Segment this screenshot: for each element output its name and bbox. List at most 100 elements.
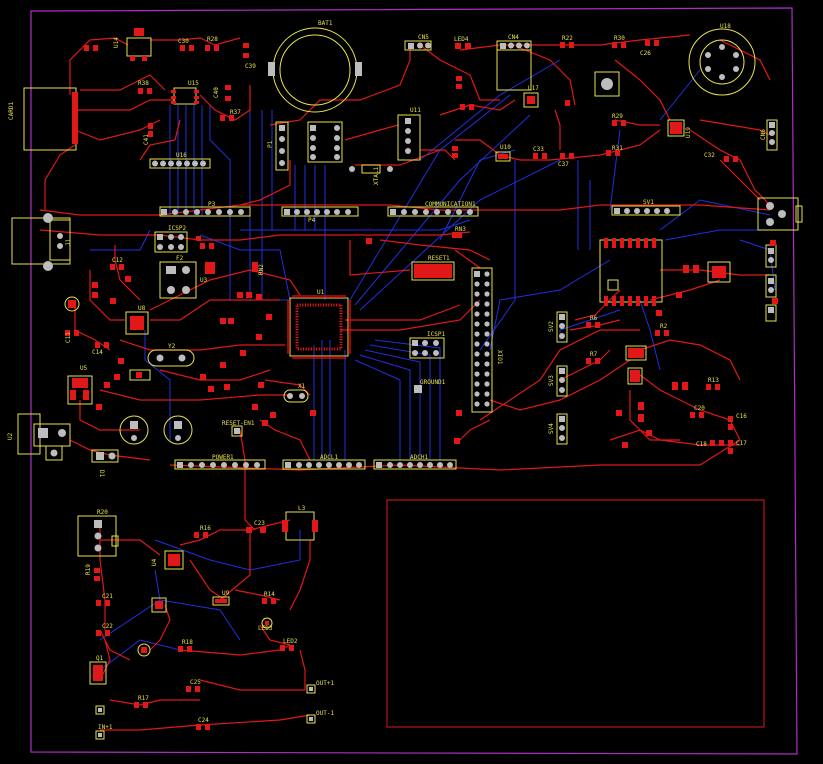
header-xio1: XIO1 bbox=[471, 267, 503, 413]
res-r22: R22 bbox=[560, 35, 574, 48]
r16-label: R16 bbox=[200, 525, 211, 532]
cn5-label: CN5 bbox=[418, 34, 429, 41]
header-power1: POWER1 bbox=[174, 454, 266, 470]
connector-u11: U11 bbox=[397, 107, 421, 161]
l3-label: L3 bbox=[298, 505, 306, 512]
crystal-xtal1: XTAL1 bbox=[349, 164, 393, 185]
jack-right bbox=[757, 197, 803, 231]
cap-c17: C17 bbox=[728, 440, 747, 454]
r17-label: R17 bbox=[138, 695, 149, 702]
res-r29: R29 bbox=[612, 113, 626, 126]
socket-u18: U18 bbox=[688, 23, 756, 96]
res-r16: R16 bbox=[194, 525, 211, 538]
u5-label: U5 bbox=[80, 365, 88, 372]
r13-label: R13 bbox=[708, 377, 719, 384]
diode-left-small bbox=[129, 369, 151, 381]
sv4-label: SV4 bbox=[548, 423, 555, 434]
out-plus-label: OUT+1 bbox=[316, 680, 334, 687]
r30-label: R30 bbox=[614, 35, 625, 42]
c33-label: C33 bbox=[533, 146, 544, 153]
chip-u4-module bbox=[599, 238, 663, 306]
u15-label: U15 bbox=[188, 80, 199, 87]
res-r6: R6 bbox=[586, 315, 600, 328]
cap-c41: C41 bbox=[143, 123, 153, 145]
res-r14: R14 bbox=[262, 591, 276, 604]
res-r18: R18 bbox=[178, 639, 193, 652]
u3-label: U3 bbox=[200, 277, 208, 284]
led-led4: LED4 bbox=[454, 36, 471, 49]
testpoint-in-minus bbox=[95, 705, 105, 715]
battery-bat1: BAT1 bbox=[268, 20, 362, 113]
cap-c32: C32 bbox=[704, 152, 738, 162]
c25-label: C25 bbox=[190, 679, 201, 686]
cap-c16: C16 bbox=[728, 413, 747, 430]
c40-label: C40 bbox=[213, 87, 220, 98]
led4-label: LED4 bbox=[454, 36, 469, 43]
board-outline bbox=[30, 7, 798, 755]
r19-label: R19 bbox=[85, 564, 92, 575]
header-adch1: ADCH1 bbox=[373, 454, 457, 470]
chip-u9: U9 bbox=[212, 590, 230, 606]
cn6-label: CN6 bbox=[760, 129, 767, 140]
rn2-label: RN2 bbox=[258, 264, 265, 275]
chip-u14: U14 bbox=[113, 28, 152, 61]
jumper-reset-en1: RESET-EN1 bbox=[222, 420, 255, 437]
p4-label: P4 bbox=[308, 217, 316, 224]
connector-cn4: CN4 bbox=[496, 34, 532, 91]
r18-label: R18 bbox=[182, 639, 193, 646]
led-led3: LED3 bbox=[258, 617, 273, 632]
connector-right-stack bbox=[765, 244, 777, 322]
xio1-label: XIO1 bbox=[496, 350, 503, 365]
c14-label: C14 bbox=[92, 349, 103, 356]
u18-label: U18 bbox=[720, 23, 731, 30]
chip-u9-right bbox=[627, 367, 643, 385]
communication1-label: COMMUNICATION1 bbox=[425, 201, 476, 208]
electrolytic-caps bbox=[119, 415, 193, 445]
pot-r9 bbox=[594, 71, 620, 97]
cap-c33: C33 bbox=[533, 146, 547, 159]
card1-label: CARD1 bbox=[8, 102, 15, 120]
cap-c11: C11 bbox=[65, 330, 79, 343]
chip-u6 bbox=[625, 345, 647, 361]
u9-label: U9 bbox=[222, 590, 230, 597]
bat1-label: BAT1 bbox=[318, 20, 333, 27]
r38-label: R38 bbox=[138, 80, 149, 87]
res-r3 bbox=[200, 243, 214, 249]
fuse-f2: F2 bbox=[159, 255, 197, 299]
cap-c12: C12 bbox=[110, 257, 124, 270]
cap-c14: C14 bbox=[92, 342, 109, 356]
sv3-label: SV3 bbox=[548, 375, 555, 386]
u1-label: U1 bbox=[317, 289, 325, 296]
resnet-rn3: RN3 bbox=[452, 226, 466, 238]
cap-c20: C20 bbox=[690, 405, 705, 418]
chip-u8: U8 bbox=[125, 305, 149, 335]
c17-label: C17 bbox=[736, 440, 747, 447]
res-r38: R38 bbox=[138, 80, 152, 94]
in-plus-label: IN+1 bbox=[98, 724, 113, 731]
dip-ic bbox=[307, 121, 343, 163]
icsp1-label: ICSP1 bbox=[427, 331, 445, 338]
xtal1-label: XTAL1 bbox=[373, 167, 380, 185]
c41-label: C41 bbox=[143, 134, 150, 145]
x1-label: X1 bbox=[298, 383, 306, 390]
r6-label: R6 bbox=[590, 315, 598, 322]
chip-u10: U10 bbox=[495, 144, 511, 162]
u16-label: U16 bbox=[176, 152, 187, 159]
crystal-x1: X1 bbox=[283, 383, 309, 403]
r14-label: R14 bbox=[264, 591, 275, 598]
c23-label: C23 bbox=[254, 520, 265, 527]
u4-label: U4 bbox=[151, 558, 158, 566]
header-sv1: SV1 bbox=[611, 199, 681, 216]
icsp2-label: ICSP2 bbox=[168, 225, 186, 232]
r20-label: R20 bbox=[97, 509, 108, 516]
connector-cn5: CN5 bbox=[404, 34, 432, 51]
cap-c37: C37 bbox=[558, 153, 574, 168]
chip-q-right bbox=[707, 261, 731, 283]
c11-label: C11 bbox=[65, 332, 72, 343]
u14-label: U14 bbox=[113, 37, 120, 48]
led2-label: LED2 bbox=[283, 638, 298, 645]
c16-label: C16 bbox=[736, 413, 747, 420]
cap-c26: C26 bbox=[640, 40, 659, 57]
u17-label: U17 bbox=[528, 85, 539, 92]
